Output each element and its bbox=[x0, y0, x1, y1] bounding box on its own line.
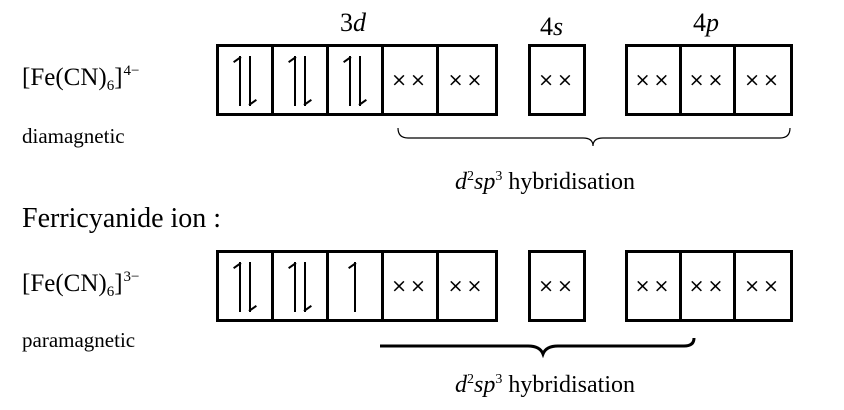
formula-charge: 3− bbox=[123, 269, 140, 285]
label-3d: 3d bbox=[340, 10, 366, 36]
ferri-p-orbital-box-1: ×× bbox=[628, 253, 683, 319]
ligand-electron-pair: ×× bbox=[538, 69, 576, 91]
ligand-electron-pair: ×× bbox=[447, 69, 486, 91]
hyb-d: d bbox=[455, 372, 467, 398]
ligand-electron-pair: ×× bbox=[744, 69, 782, 91]
formula-subscript: 6 bbox=[106, 78, 115, 94]
label-3d-letter: d bbox=[353, 8, 366, 37]
spin-up-arrow bbox=[349, 56, 353, 106]
spin-up-arrow bbox=[294, 56, 298, 106]
hyb-word: hybridisation bbox=[508, 169, 635, 195]
hyb-sp: sp bbox=[474, 169, 496, 195]
ferri-4p-boxes: ×× ×× ×× bbox=[625, 250, 793, 322]
hyb-sp: sp bbox=[474, 372, 496, 398]
spin-down-arrow bbox=[304, 262, 308, 312]
label-4p: 4p bbox=[693, 10, 719, 36]
ferrocyanide-formula: [Fe(CN)6]4− bbox=[22, 64, 140, 94]
hyb-word: hybridisation bbox=[508, 372, 635, 398]
ferro-d-orbital-box-2 bbox=[274, 47, 329, 113]
formula-close: ] bbox=[114, 64, 123, 91]
ferricyanide-magnetism: paramagnetic bbox=[22, 328, 136, 352]
hyb-sp-exp: 3 bbox=[495, 169, 503, 184]
hyb-d-exp: 2 bbox=[467, 169, 474, 184]
formula-base: [Fe(CN) bbox=[22, 270, 107, 297]
ferro-d-orbital-box-4: ×× bbox=[384, 47, 439, 113]
spin-down-arrow bbox=[359, 56, 363, 106]
ferri-p-orbital-box-3: ×× bbox=[736, 253, 790, 319]
hyb-d-exp: 2 bbox=[467, 372, 474, 387]
ferro-4s-boxes: ×× bbox=[528, 44, 586, 116]
ferri-d-orbital-box-5: ×× bbox=[439, 253, 494, 319]
label-4p-letter: p bbox=[706, 8, 719, 37]
ferro-4p-boxes: ×× ×× ×× bbox=[625, 44, 793, 116]
ligand-electron-pair: ×× bbox=[634, 275, 673, 297]
spin-up-arrow bbox=[239, 262, 243, 312]
ligand-electron-pair: ×× bbox=[447, 275, 486, 297]
ferri-s-orbital-box-1: ×× bbox=[531, 253, 583, 319]
spin-down-arrow bbox=[249, 262, 253, 312]
ferro-p-orbital-box-1: ×× bbox=[628, 47, 683, 113]
ferri-d-orbital-box-1 bbox=[219, 253, 274, 319]
ferrocyanide-magnetism: diamagnetic bbox=[22, 124, 125, 148]
label-4s: 4s bbox=[540, 14, 563, 40]
spin-up-arrow bbox=[354, 262, 358, 312]
spin-up-arrow bbox=[294, 262, 298, 312]
ligand-electron-pair: ×× bbox=[688, 275, 727, 297]
ferro-p-orbital-box-3: ×× bbox=[736, 47, 790, 113]
label-4s-letter: s bbox=[553, 12, 564, 41]
ferricyanide-formula: [Fe(CN)6]3− bbox=[22, 270, 140, 300]
ferro-brace bbox=[397, 127, 791, 147]
label-4s-number: 4 bbox=[540, 12, 553, 41]
ligand-electron-pair: ×× bbox=[391, 275, 429, 297]
ferro-d-orbital-box-5: ×× bbox=[439, 47, 494, 113]
formula-charge: 4− bbox=[123, 63, 140, 79]
ferro-hybridisation-label: d2sp3 hybridisation bbox=[455, 169, 635, 195]
hyb-d: d bbox=[455, 169, 467, 195]
ligand-electron-pair: ×× bbox=[634, 69, 673, 91]
ligand-electron-pair: ×× bbox=[688, 69, 727, 91]
spin-down-arrow bbox=[304, 56, 308, 106]
ferri-hybridisation-label: d2sp3 hybridisation bbox=[455, 372, 635, 398]
ferro-d-orbital-box-3 bbox=[329, 47, 384, 113]
label-3d-number: 3 bbox=[340, 8, 353, 37]
ferri-d-orbital-box-3 bbox=[329, 253, 384, 319]
spin-up-arrow bbox=[239, 56, 243, 106]
formula-close: ] bbox=[114, 270, 123, 297]
ferri-p-orbital-box-2: ×× bbox=[682, 253, 737, 319]
hyb-sp-exp: 3 bbox=[495, 372, 503, 387]
ligand-electron-pair: ×× bbox=[538, 275, 576, 297]
ferro-3d-boxes: ×× ×× bbox=[216, 44, 498, 116]
ligand-electron-pair: ×× bbox=[744, 275, 782, 297]
formula-base: [Fe(CN) bbox=[22, 64, 107, 91]
spin-down-arrow bbox=[249, 56, 253, 106]
ferri-d-orbital-box-2 bbox=[274, 253, 329, 319]
ferro-d-orbital-box-1 bbox=[219, 47, 274, 113]
ferro-s-orbital-box-1: ×× bbox=[531, 47, 583, 113]
ligand-electron-pair: ×× bbox=[391, 69, 429, 91]
ferricyanide-heading: Ferricyanide ion : bbox=[22, 203, 222, 234]
formula-subscript: 6 bbox=[106, 284, 115, 300]
ferri-4s-boxes: ×× bbox=[528, 250, 586, 322]
ferri-brace bbox=[380, 337, 696, 359]
label-4p-number: 4 bbox=[693, 8, 706, 37]
ferri-3d-boxes: ×× ×× bbox=[216, 250, 498, 322]
ferri-d-orbital-box-4: ×× bbox=[384, 253, 439, 319]
ferro-p-orbital-box-2: ×× bbox=[682, 47, 737, 113]
